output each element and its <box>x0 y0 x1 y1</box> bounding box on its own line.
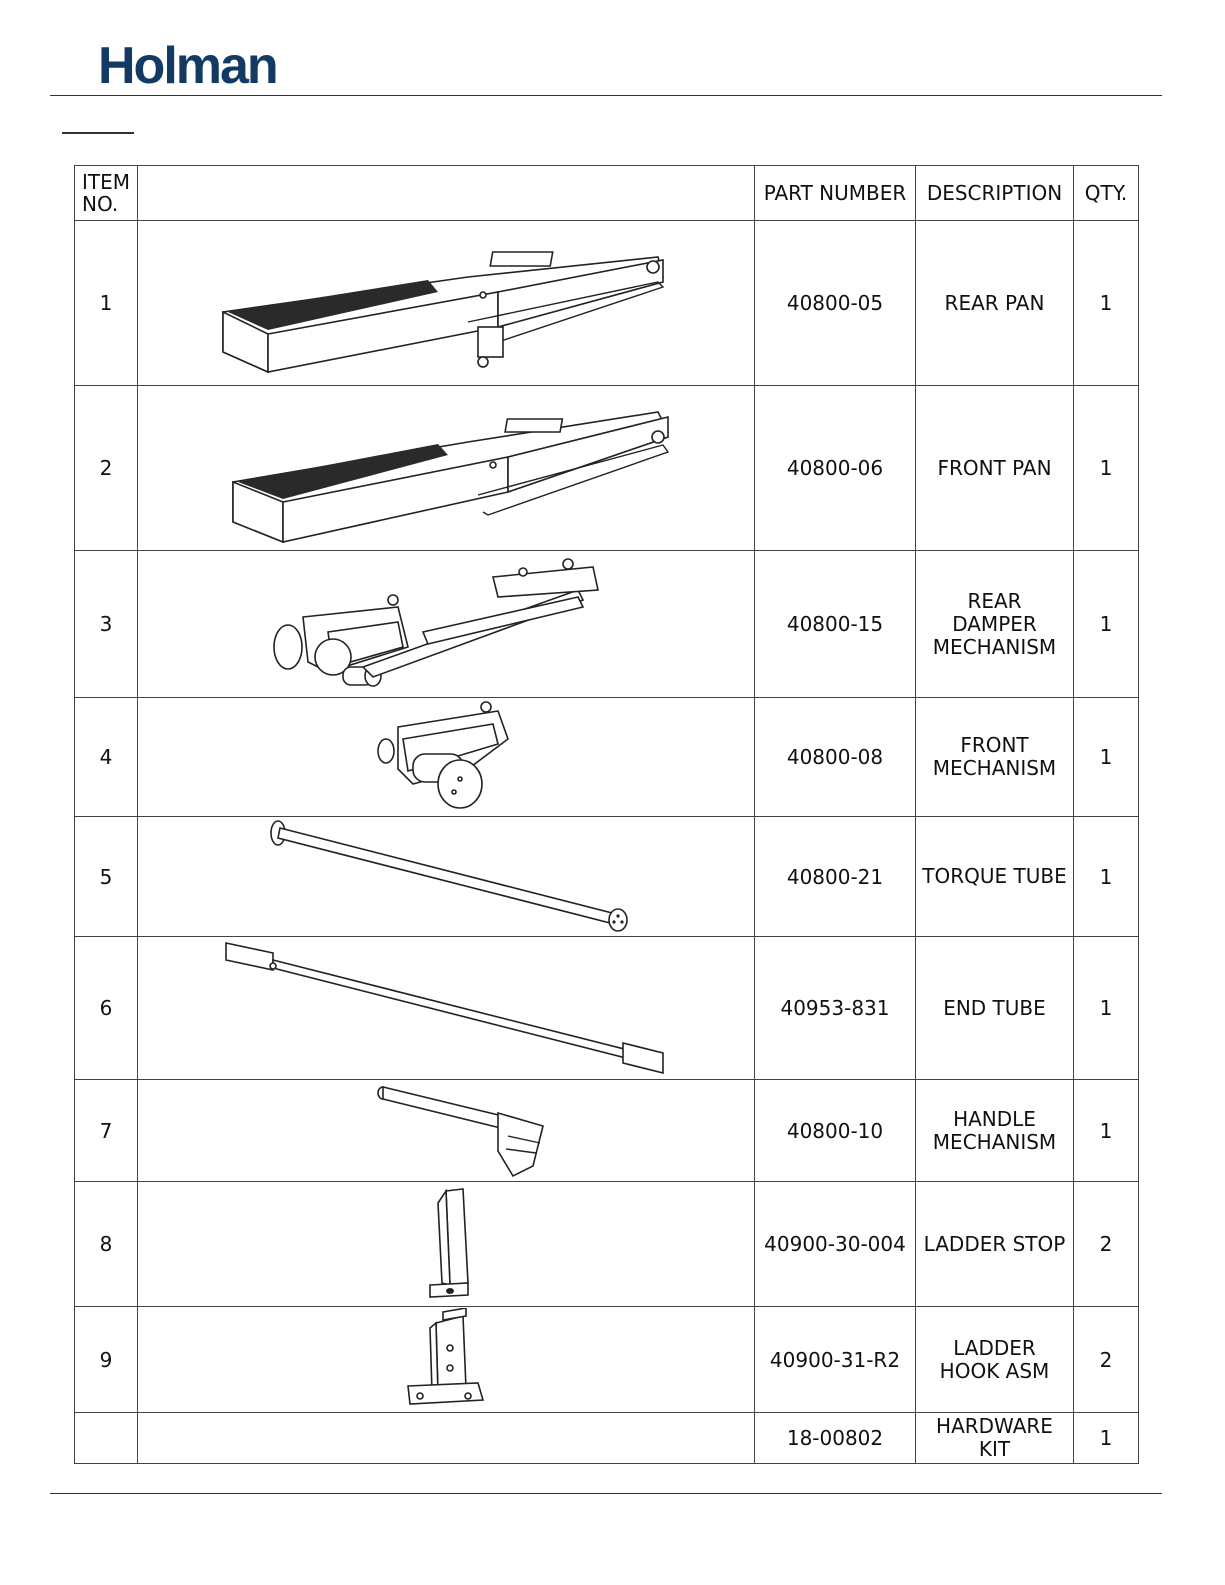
header-description: DESCRIPTION <box>915 165 1074 221</box>
header-part-number: PART NUMBER <box>754 165 916 221</box>
part-image-front-pan <box>137 385 755 551</box>
part-number: 40800-15 <box>754 550 916 698</box>
qty: 1 <box>1073 816 1139 937</box>
section-rule <box>62 132 134 134</box>
table-row: 8 40900-30-004 LADDER STOP 2 <box>74 1181 1139 1307</box>
item-number: 9 <box>74 1306 138 1413</box>
qty: 1 <box>1073 1412 1139 1464</box>
description: TORQUE TUBE <box>915 816 1074 937</box>
item-number: 6 <box>74 936 138 1080</box>
part-number: 40953-831 <box>754 936 916 1080</box>
qty: 1 <box>1073 1079 1139 1182</box>
item-number: 4 <box>74 697 138 817</box>
part-number: 40800-06 <box>754 385 916 551</box>
part-number: 40800-08 <box>754 697 916 817</box>
part-image-torque-tube <box>137 816 755 937</box>
item-number: 2 <box>74 385 138 551</box>
footer-divider <box>50 1493 1162 1494</box>
part-image-ladder-hook <box>137 1306 755 1413</box>
table-row: 5 40800-21 TORQUE TUBE 1 <box>74 816 1139 937</box>
part-number: 40800-10 <box>754 1079 916 1182</box>
part-image-empty <box>137 1412 755 1464</box>
table-row: 1 40800-05 REAR PAN 1 <box>74 220 1139 386</box>
part-number: 40900-30-004 <box>754 1181 916 1307</box>
header-divider <box>50 95 1162 96</box>
description: LADDER STOP <box>915 1181 1074 1307</box>
item-number: 3 <box>74 550 138 698</box>
item-number: 1 <box>74 220 138 386</box>
item-number: 8 <box>74 1181 138 1307</box>
holman-logo: Holman <box>98 37 279 95</box>
qty: 1 <box>1073 697 1139 817</box>
part-number: 40800-05 <box>754 220 916 386</box>
qty: 2 <box>1073 1306 1139 1413</box>
part-image-rear-pan <box>137 220 755 386</box>
part-number: 40900-31-R2 <box>754 1306 916 1413</box>
table-row: 2 40800-06 FRONT PAN 1 <box>74 385 1139 551</box>
table-row: 6 40953-831 END TUBE 1 <box>74 936 1139 1080</box>
item-number: 7 <box>74 1079 138 1182</box>
part-image-rear-damper-mechanism <box>137 550 755 698</box>
part-number: 40800-21 <box>754 816 916 937</box>
item-number: 5 <box>74 816 138 937</box>
qty: 1 <box>1073 385 1139 551</box>
qty: 1 <box>1073 936 1139 1080</box>
part-image-end-tube <box>137 936 755 1080</box>
qty: 2 <box>1073 1181 1139 1307</box>
qty: 1 <box>1073 220 1139 386</box>
description: REAR PAN <box>915 220 1074 386</box>
header-qty: QTY. <box>1073 165 1139 221</box>
description: END TUBE <box>915 936 1074 1080</box>
part-image-ladder-stop <box>137 1181 755 1307</box>
item-number <box>74 1412 138 1464</box>
part-image-handle-mechanism <box>137 1079 755 1182</box>
part-image-front-mechanism <box>137 697 755 817</box>
description: FRONT PAN <box>915 385 1074 551</box>
header-image <box>137 165 755 221</box>
qty: 1 <box>1073 550 1139 698</box>
part-number: 18-00802 <box>754 1412 916 1464</box>
